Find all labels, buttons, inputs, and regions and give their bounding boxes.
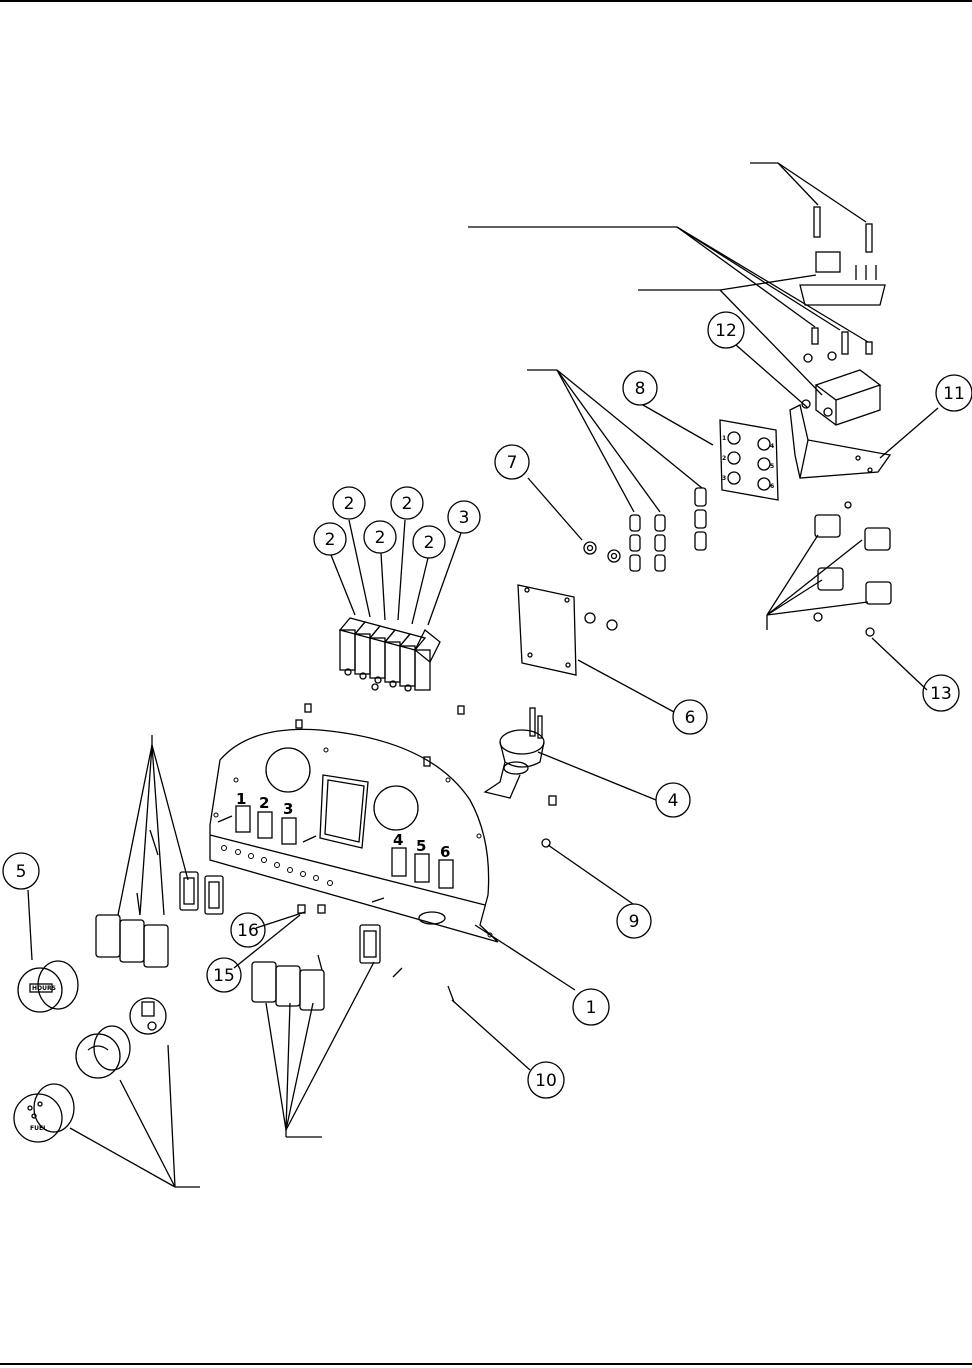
svg-text:3: 3 xyxy=(722,475,726,482)
cover-plate xyxy=(517,584,618,676)
callout-7: 7 xyxy=(507,453,518,473)
indicator-gauge xyxy=(129,997,167,1035)
callout-11: 11 xyxy=(943,384,965,404)
callout-10: 10 xyxy=(535,1071,557,1091)
voltmeter-gauge xyxy=(75,1025,131,1079)
svg-text:2: 2 xyxy=(722,455,726,462)
callout-1: 1 xyxy=(586,998,597,1018)
leader-lines-group xyxy=(69,162,869,1188)
callout-numbers: 1 2 2 2 2 2 3 4 5 6 7 8 9 10 11 12 13 15… xyxy=(16,321,965,1091)
panel-slot-numbers: 1 2 3 4 5 6 xyxy=(236,790,450,861)
svg-text:6: 6 xyxy=(770,483,774,490)
ignition-switch xyxy=(483,707,545,799)
callout-3: 3 xyxy=(459,508,470,528)
fuel-gauge xyxy=(13,1083,75,1143)
switch-stack xyxy=(338,617,441,692)
callout-2-c: 2 xyxy=(375,528,386,548)
fuse-block-numbers: 1 2 3 4 5 6 xyxy=(722,435,774,490)
svg-text:2: 2 xyxy=(259,794,269,812)
callout-circles xyxy=(2,311,972,1099)
callout-2-e: 2 xyxy=(424,533,435,553)
callout-13: 13 xyxy=(930,684,952,704)
callout-2-d: 2 xyxy=(402,494,413,514)
hour-meter-gauge xyxy=(17,960,79,1013)
svg-text:5: 5 xyxy=(416,837,426,855)
callout-12: 12 xyxy=(715,321,737,341)
svg-text:4: 4 xyxy=(770,443,774,450)
svg-text:6: 6 xyxy=(440,843,450,861)
relays xyxy=(813,501,892,637)
svg-text:4: 4 xyxy=(393,831,403,849)
fuel-gauge-label: FUEL xyxy=(30,1125,47,1132)
svg-text:1: 1 xyxy=(722,435,726,442)
callout-15: 15 xyxy=(213,966,235,986)
small-hardware xyxy=(217,703,557,1003)
callout-16: 16 xyxy=(237,921,259,941)
rocker-switches-left xyxy=(95,829,224,968)
svg-text:FUEL: FUEL xyxy=(30,1125,47,1132)
bottom-border-rule xyxy=(0,1363,972,1365)
top-border-rule xyxy=(0,0,972,2)
rocker-switches-bottom xyxy=(251,924,381,1011)
callout-8: 8 xyxy=(635,379,646,399)
callout-leaders xyxy=(27,344,939,1071)
fuse-block xyxy=(719,419,779,501)
grommets xyxy=(583,541,621,563)
callout-5: 5 xyxy=(16,862,27,882)
fuses xyxy=(629,487,707,572)
callout-2-b: 2 xyxy=(344,494,355,514)
callout-4: 4 xyxy=(668,791,679,811)
dash-panel xyxy=(209,728,499,943)
relay-bracket xyxy=(789,404,892,479)
hour-meter-label: HOURS xyxy=(32,985,56,992)
callout-9: 9 xyxy=(629,912,640,932)
relay-module xyxy=(799,251,886,426)
svg-text:3: 3 xyxy=(283,800,293,818)
svg-text:HOURS: HOURS xyxy=(32,985,56,992)
callout-6: 6 xyxy=(685,708,696,728)
svg-text:5: 5 xyxy=(770,463,774,470)
screws-top xyxy=(801,206,873,417)
callout-2-a: 2 xyxy=(325,530,336,550)
svg-text:1: 1 xyxy=(236,790,246,808)
